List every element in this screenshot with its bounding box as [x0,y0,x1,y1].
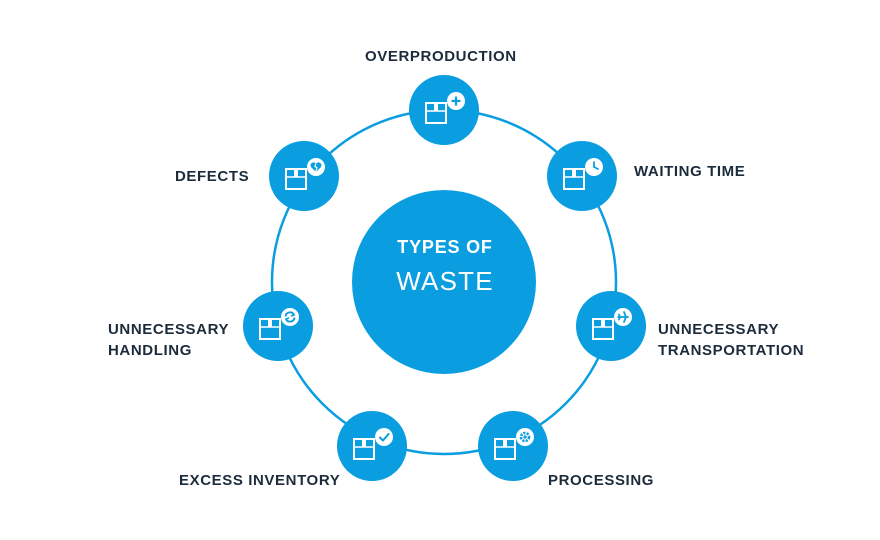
node-circle [576,291,646,361]
node-unnecessary-handling [243,291,313,361]
node-circle [269,141,339,211]
label-line: WAITING TIME [634,163,746,180]
label-line: EXCESS INVENTORY [179,472,341,489]
label-unnecessary-handling: UNNECESSARY HANDLING [108,319,229,361]
box-check-icon [353,438,375,460]
box-airplane-icon [592,318,614,340]
node-circle [409,75,479,145]
node-overproduction [409,75,479,145]
node-waiting-time [547,141,617,211]
label-line: HANDLING [108,342,192,359]
center-title-line2: WASTE [396,266,494,296]
label-line: PROCESSING [548,472,655,489]
label-excess-inventory: EXCESS INVENTORY [179,470,340,491]
node-excess-inventory [337,411,407,481]
center-title: TYPES OF WASTE [352,237,538,297]
node-circle [478,411,548,481]
label-waiting-time: WAITING TIME [634,161,745,182]
label-line: DEFECTS [175,168,250,185]
label-line: UNNECESSARY [108,321,230,338]
node-circle [243,291,313,361]
node-unnecessary-transportation [576,291,646,361]
node-processing [478,411,548,481]
center-hub [352,190,536,374]
node-defects [269,141,339,211]
center-title-line1: TYPES OF [397,237,493,257]
label-line: OVERPRODUCTION [365,48,517,65]
box-broken-heart-icon [285,168,307,190]
node-circle [337,411,407,481]
box-refresh-icon [259,318,281,340]
box-clock-icon [563,168,585,190]
label-unnecessary-transportation: UNNECESSARY TRANSPORTATION [658,319,804,361]
label-line: TRANSPORTATION [658,342,805,359]
box-gear-icon [494,438,516,460]
label-line: UNNECESSARY [658,321,780,338]
label-overproduction: OVERPRODUCTION [365,46,517,67]
label-defects: DEFECTS [175,166,249,187]
box-plus-icon [425,102,447,124]
label-processing: PROCESSING [548,470,654,491]
node-circle [547,141,617,211]
